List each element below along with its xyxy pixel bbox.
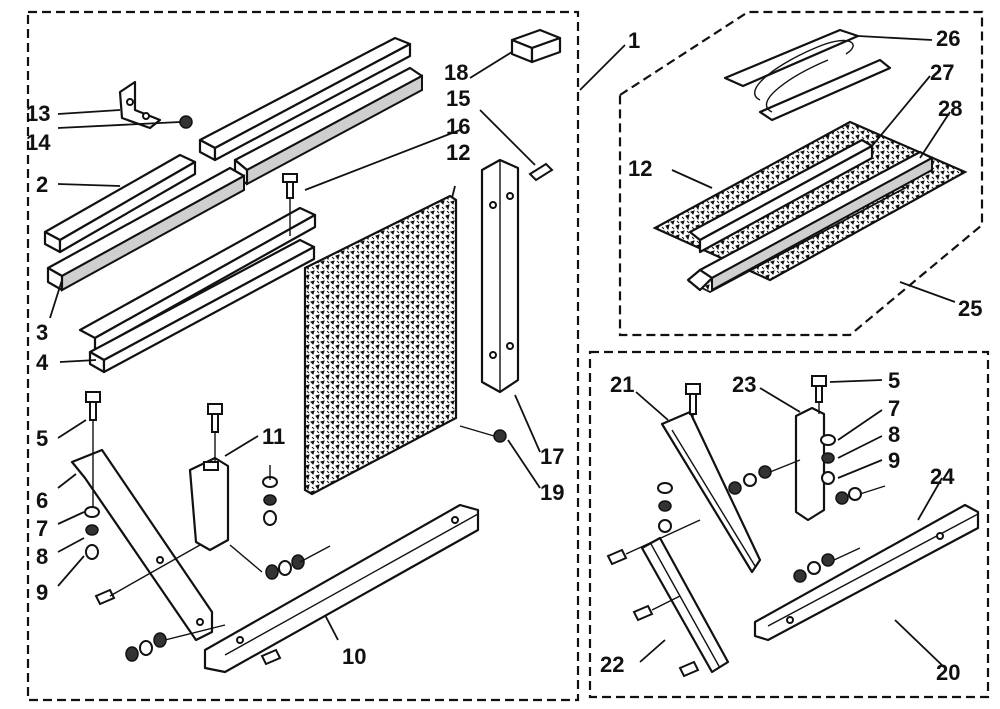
part-22-arm: [640, 536, 730, 674]
callout-13: 13: [26, 101, 50, 126]
callout-8-kit: 8: [888, 422, 900, 447]
callout-2: 2: [36, 172, 48, 197]
group-box-main: [26, 10, 580, 702]
top-rail: [198, 36, 412, 162]
middle-rail: [78, 206, 317, 352]
part-13-bracket: [118, 80, 162, 130]
callout-28: 28: [938, 96, 962, 121]
callout-18: 18: [444, 60, 468, 85]
part-19-nut: [493, 429, 507, 443]
part-27-channel: [688, 138, 874, 254]
callout-20: 20: [936, 660, 960, 685]
part-23-bracket: [794, 375, 827, 522]
part-18-block: [510, 28, 562, 64]
part-2-rail: [43, 153, 197, 254]
callout-5-main: 5: [36, 426, 48, 451]
callout-12-kit: 12: [628, 156, 652, 181]
part-15-screw: [528, 162, 554, 182]
part-4-rail: [88, 238, 316, 374]
callout-15: 15: [446, 86, 470, 111]
part-12-mesh-panel-kit: [652, 120, 968, 294]
part-28-channel: [686, 150, 934, 292]
callout-25: 25: [958, 296, 982, 321]
callout-6: 6: [36, 488, 48, 513]
leader-lines: [49, 35, 956, 669]
callout-11: 11: [262, 424, 285, 449]
callout-17: 17: [540, 444, 564, 469]
callout-8-main: 8: [36, 544, 48, 569]
callout-9-main: 9: [36, 580, 48, 605]
part-14-screw: [179, 115, 193, 129]
part-6-support-arm: [70, 448, 214, 642]
callout-1: 1: [628, 28, 640, 53]
part-11-bracket: [188, 456, 230, 552]
part-21-arm: [660, 383, 762, 574]
callout-3: 3: [36, 320, 48, 345]
group-box-kit-20: [588, 350, 990, 699]
group-box-kit-25: [618, 10, 984, 337]
part-12-mesh-panel: [303, 194, 458, 496]
callout-23: 23: [732, 372, 756, 397]
callout-12-main: 12: [446, 140, 470, 165]
callout-16: 16: [446, 114, 470, 139]
part-17-side-rail: [480, 158, 520, 394]
callout-19: 19: [540, 480, 564, 505]
callout-27: 27: [930, 60, 954, 85]
callout-9-kit: 9: [888, 448, 900, 473]
callout-21: 21: [610, 372, 634, 397]
part-16-screw: [282, 173, 298, 199]
callout-14: 14: [26, 130, 51, 155]
part-3-channel: [46, 166, 246, 292]
callout-labels: 1 13 14 2 3 4 5 6 7 8 9 10 11 12 15 16 1…: [26, 26, 982, 685]
callout-22: 22: [600, 652, 624, 677]
callout-10: 10: [342, 644, 366, 669]
part-24-bar: [753, 503, 980, 642]
callout-24: 24: [930, 464, 955, 489]
callout-4: 4: [36, 350, 49, 375]
main-hardware: [84, 198, 495, 666]
kit-20-hardware: [606, 402, 886, 678]
part-10-bar: [203, 503, 480, 674]
callout-5-kit: 5: [888, 368, 900, 393]
callout-7-kit: 7: [888, 396, 900, 421]
part-26-gasket: [723, 28, 892, 122]
callout-26: 26: [936, 26, 960, 51]
callout-7-main: 7: [36, 516, 48, 541]
